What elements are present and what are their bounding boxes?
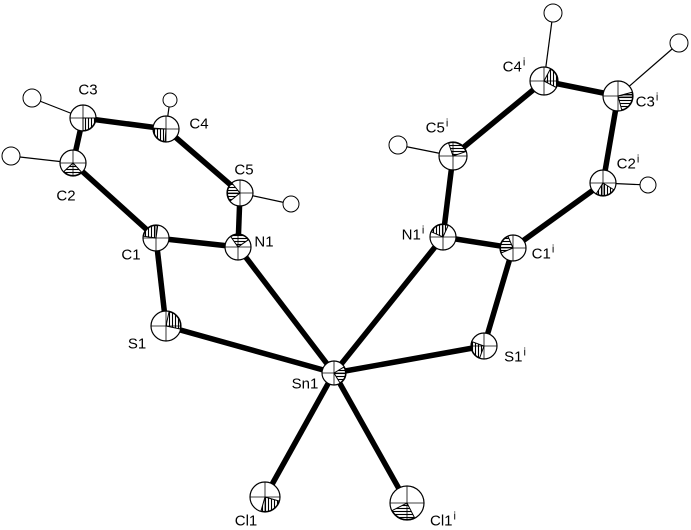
label-Cl1: Cl1 <box>234 512 258 530</box>
atom-C1 <box>142 224 170 252</box>
bond-N1-Sn1 <box>235 245 337 375</box>
label-Sn1: Sn1 <box>291 375 319 393</box>
atom-S1 <box>150 310 182 342</box>
bond-C4-C5 <box>164 126 242 196</box>
bond-C1i-S1i <box>481 247 516 347</box>
atom-Cl1 <box>249 481 281 513</box>
atom-C5i <box>438 141 468 171</box>
hydrogen-atoms <box>1 3 689 213</box>
atom-C3 <box>69 104 97 132</box>
bond-S1-Sn1 <box>165 323 335 376</box>
atom-C4i <box>529 66 559 96</box>
bond-Sn1-S1i <box>333 343 485 376</box>
hydrogen-atom-H3 <box>22 88 42 108</box>
bond-Sn1-N1i <box>331 235 446 375</box>
atom-S1i <box>470 332 498 360</box>
hydrogen-atom-H5i <box>388 135 408 155</box>
atom-N1 <box>224 233 252 261</box>
label-N1i: N1i <box>401 224 425 244</box>
atom-Sn1 <box>321 360 347 386</box>
label-C5: C5 <box>234 161 254 179</box>
hydrogen-atom-H4 <box>162 92 178 108</box>
atom-Cl1i <box>389 485 425 521</box>
hydrogen-atom-H2 <box>1 146 21 166</box>
bond-C5i-C4i <box>451 78 546 159</box>
atom-N1i <box>429 223 457 251</box>
label-Cl1i: Cl1i <box>430 510 456 530</box>
atom-C2i <box>589 169 617 197</box>
atom-C1i <box>499 234 527 262</box>
hydrogen-atom-H5 <box>282 195 300 213</box>
label-C4i: C4i <box>502 56 526 76</box>
label-N1: N1 <box>254 233 274 251</box>
bond-Sn1-Cl1 <box>262 371 337 499</box>
bond-N1-C1 <box>155 235 239 250</box>
bonds <box>70 78 621 505</box>
bond-C1-C2 <box>71 160 158 241</box>
atom-C5 <box>226 179 254 207</box>
bond-C2i-C1i <box>511 180 605 251</box>
bond-Sn1-Cl1i <box>331 371 410 505</box>
atom-C4 <box>152 115 180 143</box>
label-C2: C2 <box>56 187 76 205</box>
hydrogen-atom-H3i <box>669 33 689 53</box>
label-C4: C4 <box>189 115 209 133</box>
label-C1: C1 <box>121 246 141 264</box>
hydrogen-atom-H2i <box>639 176 657 194</box>
bond-C3-C4 <box>82 115 167 132</box>
label-C3: C3 <box>78 81 98 99</box>
atom-C2 <box>59 149 87 177</box>
heavy-atoms <box>59 66 634 521</box>
label-S1: S1 <box>127 335 147 353</box>
hydrogen-atom-H4i <box>543 3 563 23</box>
hydrogen-bonds <box>10 12 680 205</box>
label-C1i: C1i <box>531 243 555 263</box>
label-S1i: S1i <box>504 346 526 366</box>
label-C2i: C2i <box>616 153 640 173</box>
atom-C3i <box>602 80 634 112</box>
label-C5i: C5i <box>425 117 449 137</box>
label-C3i: C3i <box>635 91 659 111</box>
